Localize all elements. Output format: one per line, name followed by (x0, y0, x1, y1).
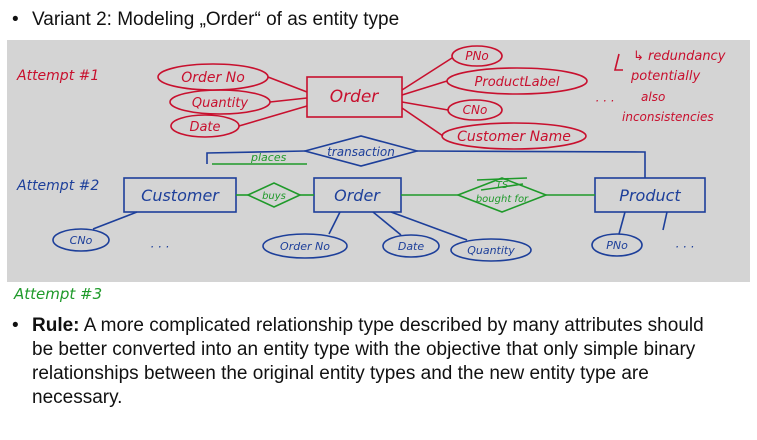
side-note-line-2: potentially (630, 69, 700, 84)
line-cno (401, 101, 449, 111)
line-order-no (267, 76, 308, 93)
line-date (238, 105, 308, 127)
rule-bullet: • (12, 315, 19, 336)
title-line: • Variant 2: Modeling „Order“ of as entit… (12, 7, 399, 33)
attr-quantity2-ellipse (450, 238, 532, 262)
er-diagram: Attempt #1 Order No Quantity Date Order … (16, 45, 726, 262)
attr-order-no2: Order No (280, 240, 330, 253)
strike-ts (476, 177, 528, 181)
rel-ts: TS (496, 180, 509, 191)
attr-quantity: Quantity (192, 96, 248, 111)
attr-order-no: Order No (181, 70, 245, 86)
attr-date2: Date (398, 240, 425, 253)
rule-paragraph: • Rule: A more complicated relationship … (12, 314, 712, 410)
rel-transaction: transaction (327, 145, 395, 159)
line-transaction-product (416, 150, 646, 178)
line-product-more (662, 211, 668, 231)
attr-cno2-ellipse (52, 228, 110, 252)
attempt2-ellipsis-left: · · · (150, 240, 169, 254)
entity-customer: Customer (141, 186, 220, 205)
line-cno2 (92, 211, 138, 230)
side-note-line-3: also (641, 90, 665, 104)
side-note-line-4: inconsistencies (622, 110, 714, 124)
line-date2 (372, 211, 402, 236)
strike-bought (480, 183, 524, 191)
er-diagram-panel: Attempt #1 Order No Quantity Date Order … (7, 40, 750, 282)
attr-quantity2: Quantity (467, 244, 515, 257)
attr-order-no2-ellipse (262, 233, 348, 259)
attr-pno: PNo (465, 49, 489, 63)
entity-order-box (306, 76, 403, 118)
attr-date2-ellipse (382, 234, 440, 258)
entity-product: Product (619, 186, 681, 205)
attr-pno2-ellipse (591, 233, 643, 257)
attr-cno: CNo (463, 103, 488, 117)
side-note-ellipsis: · · · (595, 94, 614, 108)
attr-pno2: PNo (606, 239, 628, 252)
slide-title: Variant 2: Modeling „Order“ of as entity… (32, 9, 400, 30)
rel-places: places (250, 151, 287, 164)
attr-customer-name: Customer Name (457, 129, 571, 145)
line-pno (401, 57, 453, 91)
attempt2-green-shapes (212, 163, 595, 213)
line-quantity2 (390, 211, 468, 241)
side-note-arrow (613, 53, 623, 71)
attempt1-shapes (157, 45, 623, 150)
line-productlabel (401, 80, 448, 96)
attr-pno-ellipse (451, 45, 503, 67)
line-order-no2 (328, 211, 341, 235)
attr-cno2: CNo (70, 234, 93, 247)
attr-productlabel: ProductLabel (475, 75, 560, 90)
attempt3-label: Attempt #3 (14, 285, 103, 303)
attempt2-ellipsis-right: · · · (675, 240, 694, 254)
rule-body: A more complicated relationship type des… (32, 315, 704, 408)
line-transaction-customer (206, 150, 306, 164)
title-bullet: • (12, 9, 19, 30)
rel-bought-for: bought for (476, 194, 529, 205)
attempt2-label: Attempt #2 (16, 178, 99, 194)
side-note-line-1: ↳ redundancy (633, 49, 726, 64)
line-quantity (269, 97, 308, 103)
rule-label: Rule: (32, 315, 80, 336)
attempt1-label: Attempt #1 (16, 68, 99, 84)
entity-order: Order (330, 87, 380, 107)
rule-text-block: Rule: A more complicated relationship ty… (32, 314, 712, 410)
line-customer-name (401, 107, 444, 137)
rel-buys: buys (262, 191, 286, 202)
line-pno2 (618, 211, 626, 235)
entity-order2: Order (334, 186, 381, 205)
attr-date: Date (189, 120, 220, 135)
